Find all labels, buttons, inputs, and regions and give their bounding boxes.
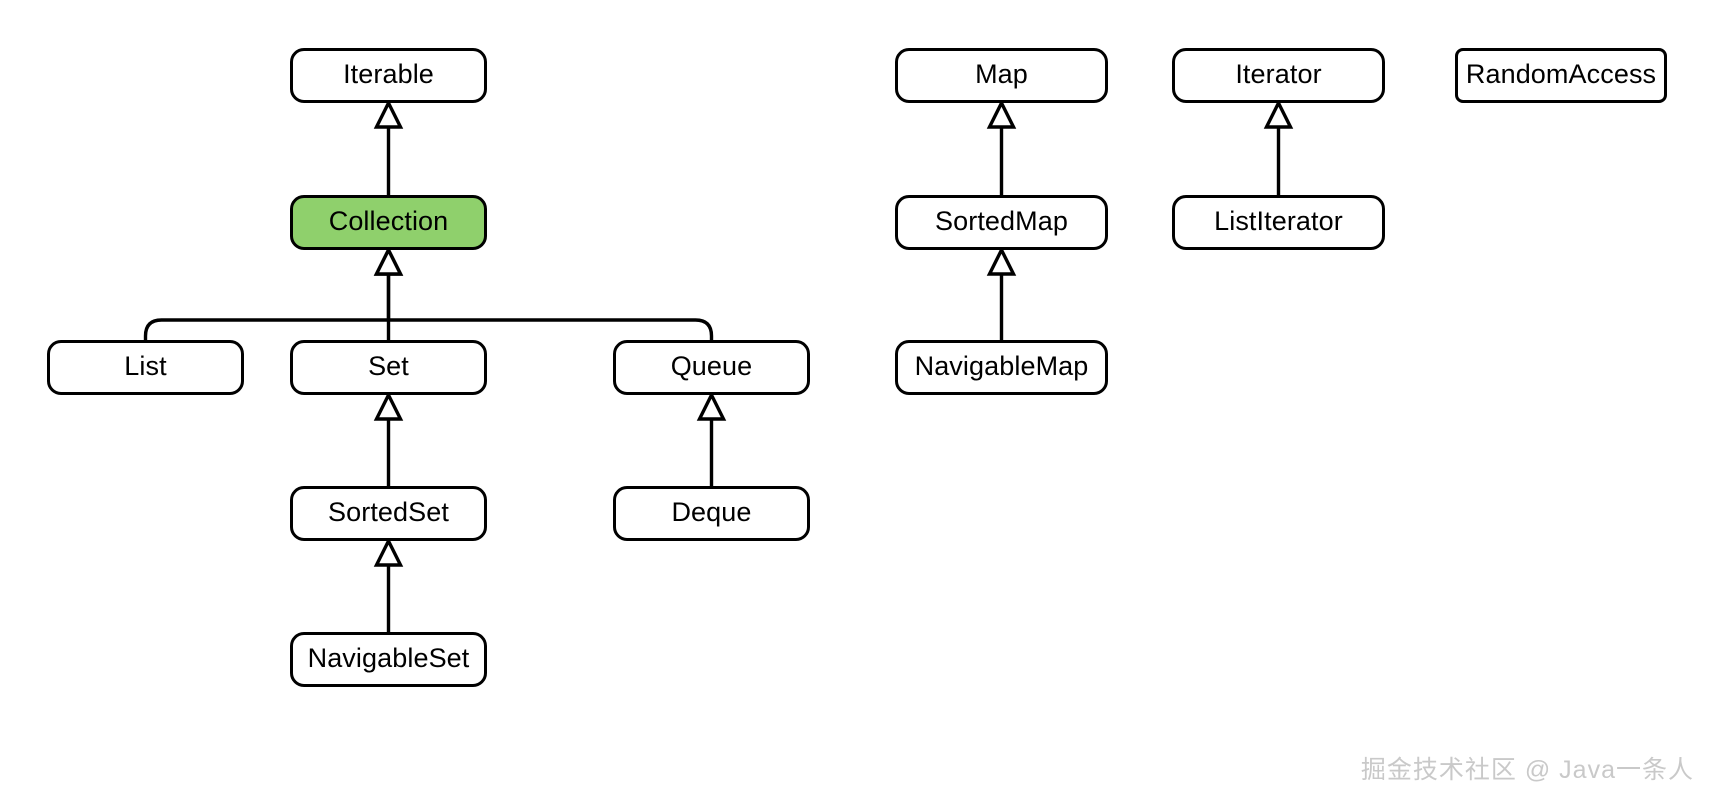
arrowhead-collection-trunk (373, 246, 404, 276)
class-node-label: SortedSet (328, 497, 449, 527)
class-node-label: List (124, 351, 167, 381)
class-node-collection[interactable]: Collection (290, 195, 487, 250)
class-node-iterable[interactable]: Iterable (290, 48, 487, 103)
class-node-sortedmap[interactable]: SortedMap (895, 195, 1108, 250)
class-node-label: Iterator (1235, 59, 1322, 89)
class-node-label: Collection (328, 206, 449, 236)
watermark-text: 掘金技术社区 @ Java一条人 (1360, 756, 1694, 784)
arrowhead-deque-queue (696, 391, 727, 421)
edge-line-queue-collection (388, 318, 714, 340)
arrowhead-collection-iterable (373, 99, 404, 129)
class-node-queue[interactable]: Queue (613, 340, 810, 395)
class-node-label: Deque (671, 497, 752, 527)
arrowhead-sortedmap-map (986, 99, 1017, 129)
class-node-label: RandomAccess (1465, 59, 1657, 89)
arrowhead-set-collection (373, 246, 404, 276)
class-node-navigablemap[interactable]: NavigableMap (895, 340, 1108, 395)
class-node-label: ListIterator (1214, 206, 1343, 236)
class-node-deque[interactable]: Deque (613, 486, 810, 541)
class-node-listiterator[interactable]: ListIterator (1172, 195, 1385, 250)
arrowhead-navigablemap-sortedmap (986, 246, 1017, 276)
class-node-label: Set (368, 351, 409, 381)
class-node-label: SortedMap (935, 206, 1068, 236)
class-node-label: NavigableMap (914, 351, 1089, 381)
class-node-label: Queue (670, 351, 753, 381)
class-node-iterator[interactable]: Iterator (1172, 48, 1385, 103)
class-node-randomaccess[interactable]: RandomAccess (1455, 48, 1667, 103)
class-node-map[interactable]: Map (895, 48, 1108, 103)
arrowhead-navigableset-sortedset (373, 537, 404, 567)
class-node-label: Map (975, 59, 1028, 89)
arrowhead-sortedset-set (373, 391, 404, 421)
class-node-sortedset[interactable]: SortedSet (290, 486, 487, 541)
class-node-list[interactable]: List (47, 340, 244, 395)
class-node-set[interactable]: Set (290, 340, 487, 395)
class-node-label: NavigableSet (307, 643, 470, 673)
class-node-label: Iterable (343, 59, 434, 89)
edge-line-list-collection (143, 318, 389, 340)
arrowhead-listiterator-iterator (1263, 99, 1294, 129)
class-node-navigableset[interactable]: NavigableSet (290, 632, 487, 687)
